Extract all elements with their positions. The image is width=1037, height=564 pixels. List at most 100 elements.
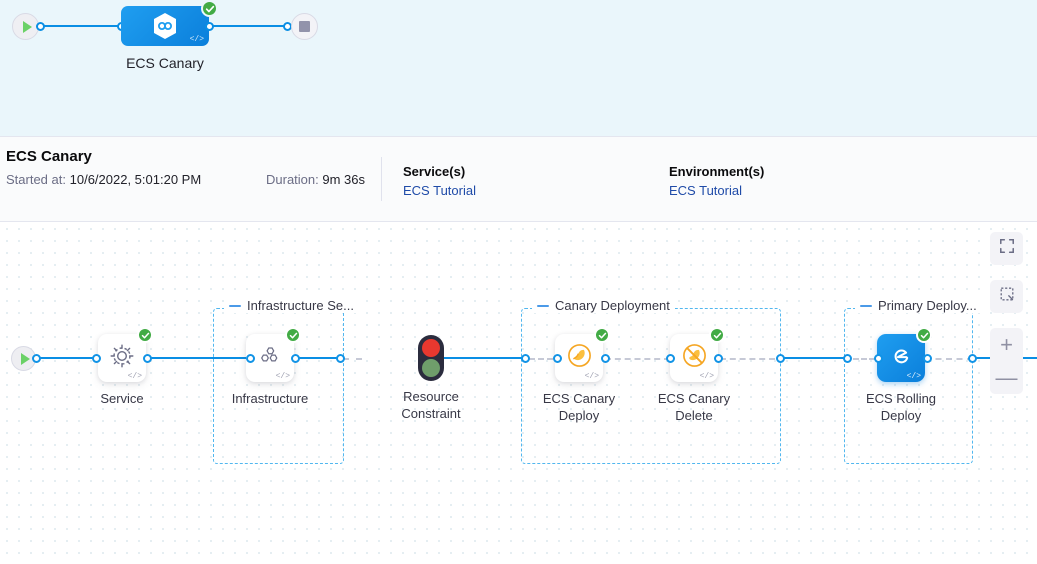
fullscreen-icon: [999, 238, 1015, 259]
port-canary-group-in: [521, 354, 530, 363]
duration-row: Duration: 9m 36s: [266, 172, 366, 187]
port-canary-group-out: [776, 354, 785, 363]
traffic-light-red-lamp: [422, 339, 440, 357]
node-ecs-canary-deploy-label: ECS Canary Deploy: [515, 390, 643, 424]
port-primary-group-in: [843, 354, 852, 363]
node-service-label: Service: [100, 391, 144, 406]
ecs-rolling-icon: [889, 344, 913, 373]
node-ecs-canary-deploy[interactable]: </> ECS Canary Deploy: [543, 327, 615, 423]
node-ecs-rolling-deploy-status-success-icon: [916, 327, 932, 343]
canvas-zoom-controls: + —: [990, 328, 1023, 394]
port-primary-group-out: [968, 354, 977, 363]
environments-header: Environment(s): [669, 164, 765, 179]
link-canary-deploy-to-delete-dotted: [605, 358, 670, 360]
node-service[interactable]: </> Service: [98, 327, 153, 406]
port-service-in: [92, 354, 101, 363]
node-ecs-canary-delete-status-success-icon: [709, 327, 725, 343]
hexagon-cluster-icon: [258, 343, 283, 373]
node-resource-constraint[interactable]: Resource Constraint: [401, 334, 461, 421]
port-primary-node-out: [923, 354, 932, 363]
node-infrastructure-label: Infrastructure: [231, 391, 309, 406]
port-canary-deploy-in: [553, 354, 562, 363]
canary-deployment-group[interactable]: Canary Deployment: [521, 298, 781, 464]
node-ecs-canary-deploy-box[interactable]: </>: [555, 327, 610, 382]
node-label-line-2: Deploy: [558, 408, 600, 423]
node-label-line-1: ECS Rolling: [865, 391, 937, 406]
node-label-line-1: Resource: [403, 389, 459, 404]
collapse-dash-icon[interactable]: [229, 304, 241, 307]
node-ecs-rolling-deploy-box[interactable]: </>: [877, 327, 932, 382]
link-infra-out: [295, 357, 343, 359]
code-glyph-icon: </>: [699, 372, 714, 381]
node-resource-constraint-label: Resource Constraint: [367, 388, 495, 422]
link-infra-in: [221, 357, 251, 359]
group-label-text: Canary Deployment: [555, 298, 670, 313]
port-service-out: [143, 354, 152, 363]
port-canary-delete-in: [666, 354, 675, 363]
services-value-link[interactable]: ECS Tutorial: [403, 183, 476, 198]
gear-icon: [109, 343, 135, 374]
play-icon: [22, 20, 32, 33]
minimap-stop-node[interactable]: [291, 13, 318, 40]
group-label-text: Infrastructure Se...: [247, 298, 354, 313]
link-primary-out-dotted: [925, 358, 973, 360]
minimap-link-1: [44, 25, 120, 27]
port-canary-delete-out: [714, 354, 723, 363]
link-primary-in-dotted: [845, 358, 875, 360]
environments-column: Environment(s) ECS Tutorial: [669, 164, 764, 198]
node-label-line-2: Constraint: [401, 406, 461, 421]
duration-value: 9m 36s: [322, 172, 366, 187]
minimap-pipeline-node[interactable]: </>: [121, 6, 209, 46]
link-infra-in-dotted: [343, 358, 362, 360]
traffic-light-green-lamp: [422, 359, 440, 377]
duration-label: Duration: [266, 172, 316, 187]
pipeline-minimap-strip: </> ECS Canary: [0, 0, 1037, 136]
collapse-dash-icon[interactable]: [860, 304, 872, 307]
services-column: Service(s) ECS Tutorial: [403, 164, 476, 198]
fit-to-screen-button[interactable]: [990, 232, 1023, 265]
started-at-label: Started at: [6, 172, 63, 187]
node-infrastructure-status-success-icon: [285, 327, 301, 343]
infrastructure-section-group[interactable]: Infrastructure Se...: [213, 298, 359, 464]
page-title: ECS Canary: [6, 148, 92, 165]
dashed-select-icon: [999, 286, 1015, 307]
node-ecs-canary-delete-label: ECS Canary Delete: [630, 390, 758, 424]
group-label-text: Primary Deploy...: [878, 298, 977, 313]
stop-icon: [299, 21, 310, 32]
canvas-fit-button-wrap: [990, 232, 1023, 265]
link-rc-to-canary: [443, 357, 528, 359]
primary-deployment-group[interactable]: Primary Deploy...: [844, 298, 982, 464]
node-label-line-2: Deploy: [880, 408, 922, 423]
node-label-line-1: ECS Canary: [542, 391, 616, 406]
code-glyph-icon: </>: [189, 35, 204, 44]
zoom-in-button[interactable]: +: [1000, 331, 1013, 357]
node-ecs-canary-delete[interactable]: </> ECS Canary Delete: [658, 327, 730, 423]
node-ecs-rolling-deploy-label: ECS Rolling Deploy: [837, 390, 965, 424]
minimap-link-2: [212, 25, 286, 27]
minimap-status-success-icon: [201, 0, 218, 17]
link-canary-group-in-dotted: [529, 358, 562, 360]
canary-bird-icon: [566, 342, 593, 374]
port-infra-in: [246, 354, 255, 363]
minimap-node-label: ECS Canary: [126, 55, 204, 71]
primary-deployment-group-label: Primary Deploy...: [855, 298, 982, 313]
link-canary-delete-out-dotted: [720, 358, 775, 360]
canvas-select-button-wrap: [990, 280, 1023, 313]
pipeline-stage-canvas[interactable]: Infrastructure Se... Canary Deployment P…: [0, 222, 1037, 564]
code-glyph-icon: </>: [127, 372, 142, 381]
node-ecs-canary-delete-box[interactable]: </>: [670, 327, 725, 382]
node-label-line-2: Delete: [675, 408, 713, 423]
node-service-box[interactable]: </>: [98, 327, 153, 382]
code-glyph-icon: </>: [275, 372, 290, 381]
collapse-dash-icon[interactable]: [537, 304, 549, 307]
marquee-select-button[interactable]: [990, 280, 1023, 313]
node-label-line-1: ECS Canary: [657, 391, 731, 406]
environments-value-link[interactable]: ECS Tutorial: [669, 183, 742, 198]
port-primary-node-in: [874, 354, 883, 363]
traffic-light-icon[interactable]: [418, 335, 444, 381]
zoom-out-button[interactable]: —: [995, 364, 1018, 390]
code-glyph-icon: </>: [584, 372, 599, 381]
started-at-value: 10/6/2022, 5:01:20 PM: [69, 172, 202, 187]
minimap-start-node[interactable]: [12, 13, 39, 40]
node-ecs-rolling-deploy[interactable]: </> ECS Rolling Deploy: [866, 327, 936, 423]
